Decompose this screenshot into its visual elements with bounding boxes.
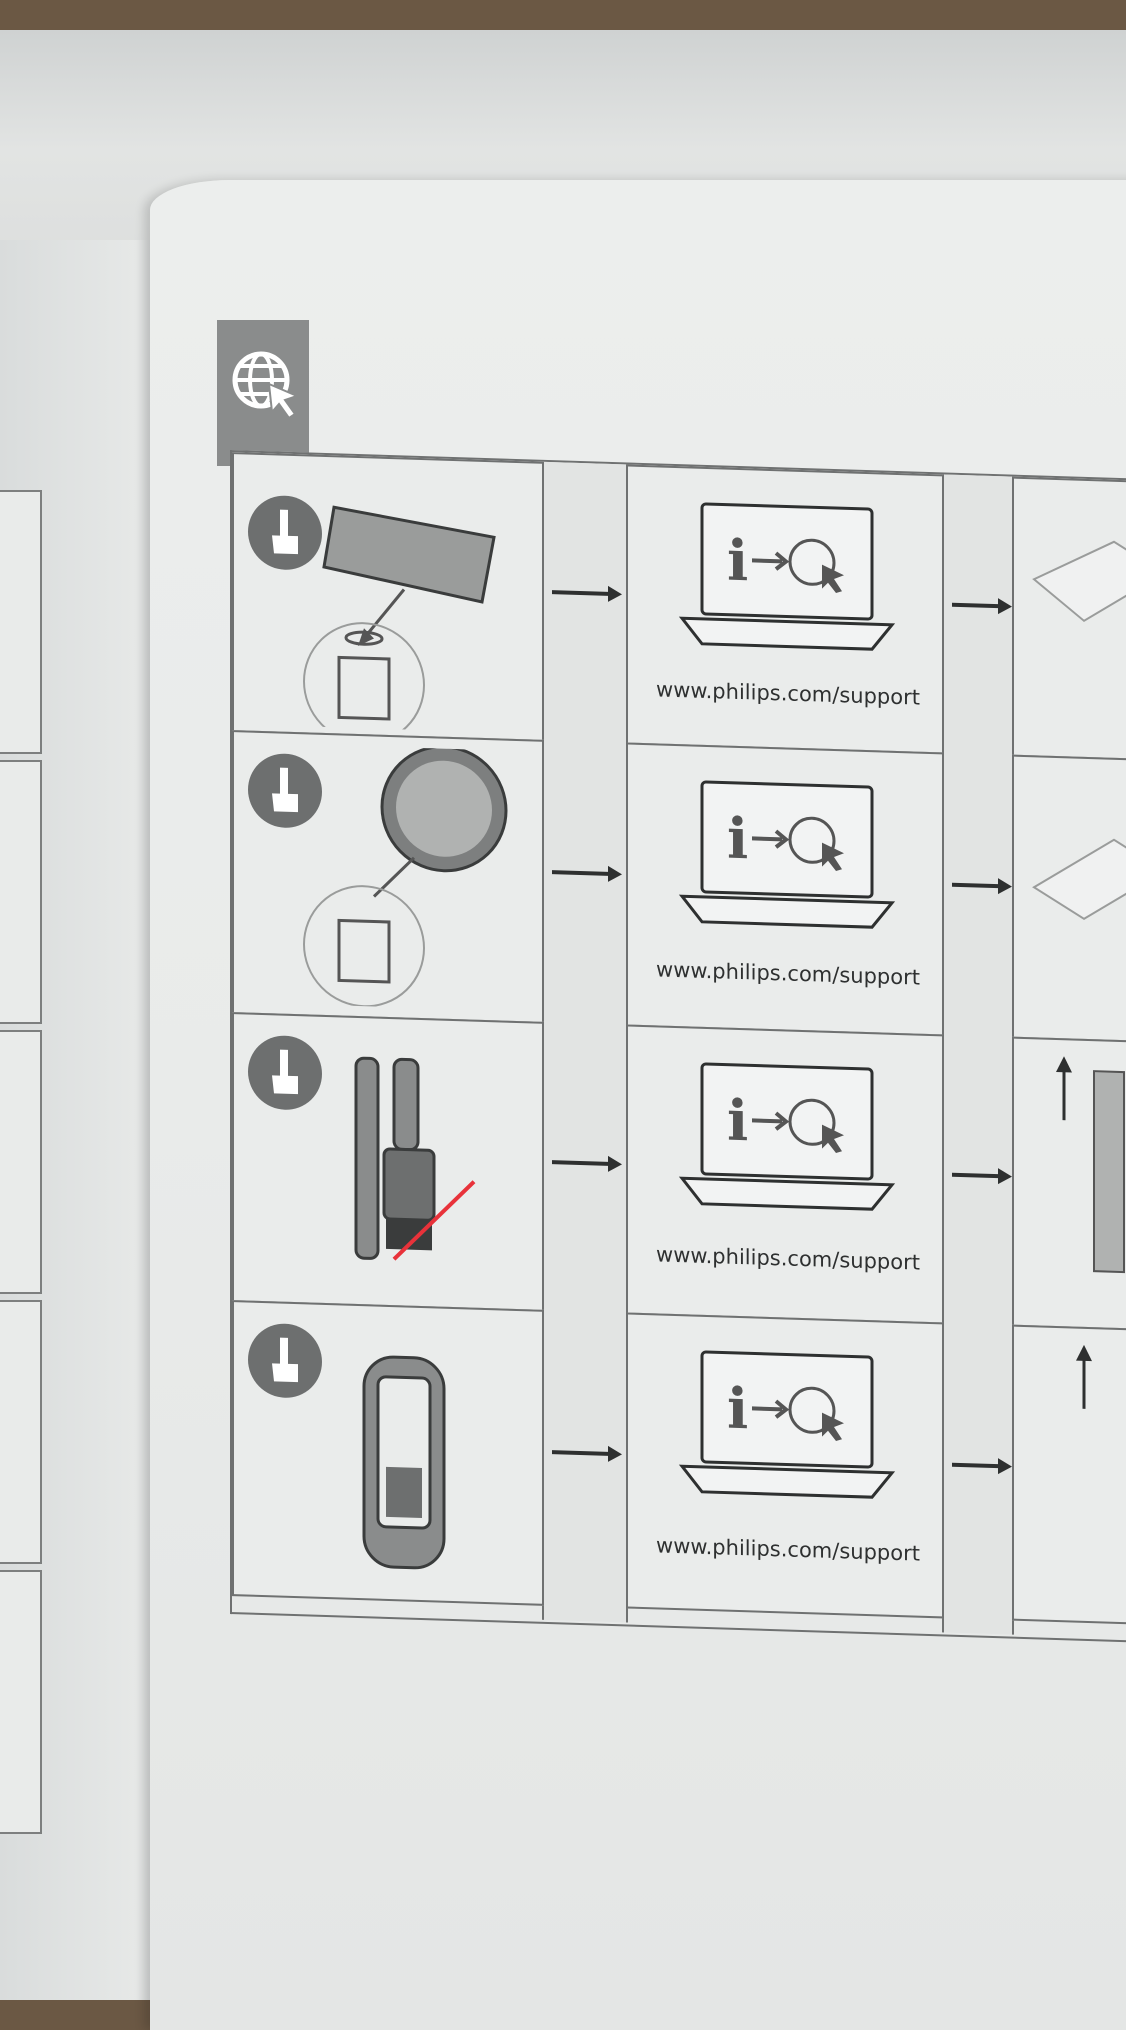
row2-item-cell <box>232 730 544 1024</box>
svg-text:i: i <box>727 806 748 873</box>
laptop-icon: i <box>678 780 896 929</box>
left-page-box <box>0 490 42 754</box>
filter-to-bin-icon <box>303 505 496 734</box>
row4-support-cell: i www.philips.com/support <box>626 1312 944 1619</box>
support-url[interactable]: www.philips.com/support <box>656 677 920 710</box>
row3-next-cell <box>1012 1036 1126 1332</box>
arrow-right-icon <box>552 582 622 604</box>
row2-next-cell <box>1012 754 1126 1044</box>
left-page-box <box>0 1300 42 1564</box>
hand-icon <box>248 494 322 571</box>
box-icon <box>1032 838 1126 921</box>
left-page-box <box>0 760 42 1024</box>
row1-next-cell <box>1012 476 1126 762</box>
left-page <box>0 240 172 2000</box>
svg-text:i: i <box>727 528 748 595</box>
web-support-icon <box>217 320 309 466</box>
support-url[interactable]: www.philips.com/support <box>656 1242 920 1275</box>
arrow-right-icon <box>552 862 622 884</box>
laptop-icon: i <box>678 1062 896 1211</box>
arrow-right-icon <box>952 595 1022 617</box>
row4-item-cell <box>232 1300 544 1606</box>
up-arrow-icon <box>1056 1056 1125 1274</box>
box-icon <box>1032 540 1126 623</box>
laptop-icon: i <box>678 502 896 651</box>
hand-icon <box>248 1034 322 1111</box>
row4-next-cell <box>1012 1324 1126 1626</box>
support-url[interactable]: www.philips.com/support <box>656 957 920 990</box>
svg-text:i: i <box>727 1088 748 1155</box>
arrow-right-icon <box>552 1152 622 1174</box>
arrow-right-icon <box>952 1455 1022 1477</box>
support-url[interactable]: www.philips.com/support <box>656 1533 920 1566</box>
arrow-right-icon <box>952 1165 1022 1187</box>
hand-icon <box>248 1322 322 1399</box>
arrow-right-icon <box>952 875 1022 897</box>
left-page-box <box>0 1030 42 1294</box>
laptop-icon: i <box>678 1350 896 1499</box>
crevice-and-brush-tool-icon <box>354 1056 476 1261</box>
up-arrow-icon <box>1076 1344 1092 1409</box>
battery-pack-icon <box>362 1355 446 1570</box>
round-filter-to-bin-icon <box>303 745 508 1008</box>
hand-icon <box>248 752 322 829</box>
row1-item-cell <box>232 452 544 742</box>
left-page-box <box>0 1570 42 1834</box>
row3-support-cell: i www.philips.com/support <box>626 1024 944 1325</box>
arrow-right-icon <box>552 1442 622 1464</box>
svg-text:i: i <box>727 1376 748 1443</box>
row2-support-cell: i www.philips.com/support <box>626 742 944 1037</box>
row1-support-cell: i www.philips.com/support <box>626 464 944 755</box>
support-grid: i www.philips.com/support <box>230 450 1126 1644</box>
row3-item-cell <box>232 1012 544 1312</box>
